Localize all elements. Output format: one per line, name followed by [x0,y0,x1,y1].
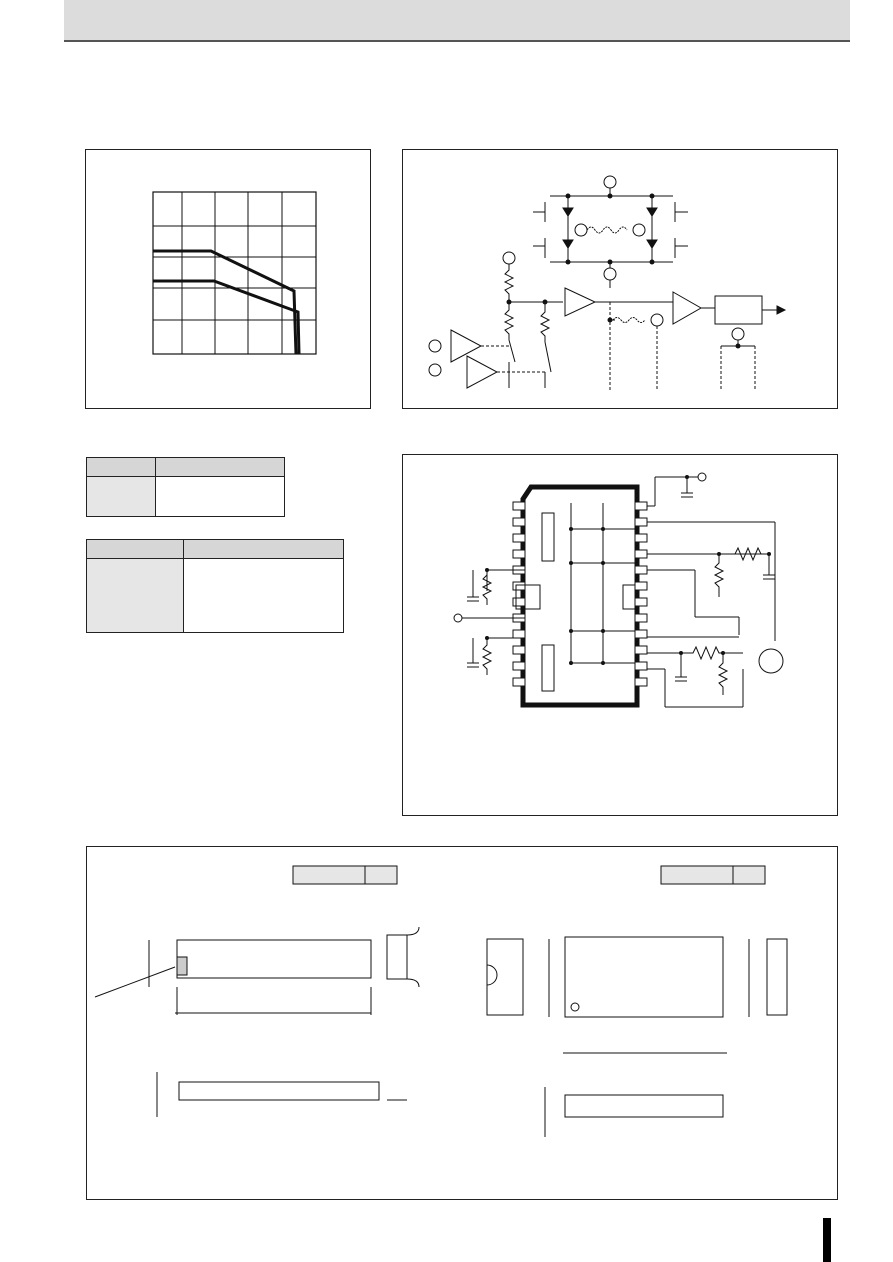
ic-package-icon [94,865,788,1137]
header-bar [64,0,850,42]
circuit-icon [428,175,787,390]
lower-table-label-cell [86,558,184,633]
package-outline-panel [86,846,838,1200]
page-marker [823,1218,831,1262]
upper-table-header-cell [86,457,156,477]
block-diagram-panel [402,149,838,409]
lower-table-value-cell [183,558,344,633]
lower-table-header-cell [183,539,344,559]
application-circuit-panel [402,454,838,816]
upper-table [86,457,285,517]
lower-table-header-cell [86,539,184,559]
upper-table-label-cell [86,476,156,517]
ic-package-icon [453,472,784,708]
derating-graph-panel [85,149,371,409]
lower-table [86,539,344,633]
graph-grid-icon [152,191,317,355]
upper-table-header-cell [155,457,285,477]
upper-table-value-cell [155,476,285,517]
